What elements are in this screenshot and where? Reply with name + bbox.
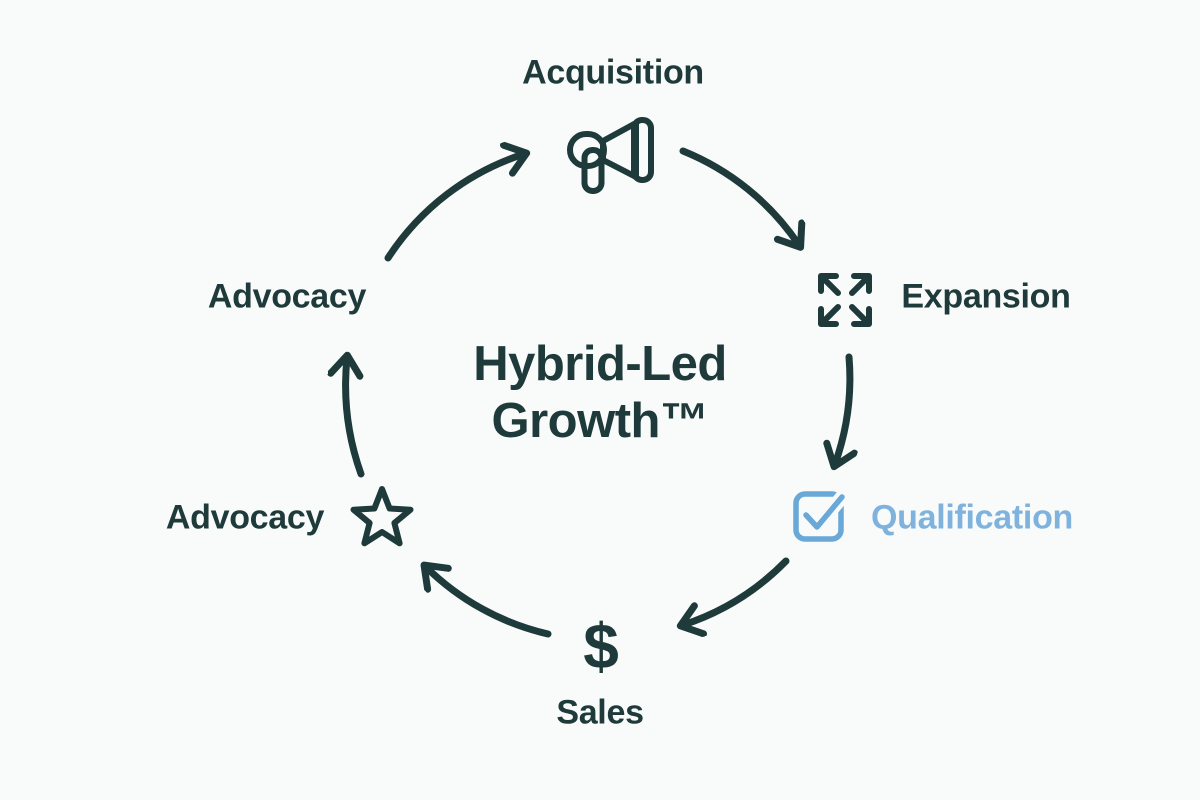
arrow-advocacy-to-acquisition bbox=[384, 154, 524, 262]
arrow-qualification-to-sales bbox=[683, 557, 790, 625]
dollar-icon: $ bbox=[583, 610, 619, 682]
cycle-arrows bbox=[346, 147, 850, 638]
arrow-sales-to-advocacy bbox=[426, 567, 552, 638]
stage-label-qualification: Qualification bbox=[870, 498, 1074, 537]
stage-label-advocacy-upper: Advocacy bbox=[207, 277, 367, 316]
arrow-acquisition-to-expansion bbox=[679, 147, 799, 245]
diagram-title: Hybrid-Led Growth™ bbox=[473, 336, 727, 450]
stage-label-sales: Sales bbox=[556, 693, 644, 732]
stage-label-advocacy-star: Advocacy bbox=[165, 498, 325, 537]
arrow-expansion-to-qualification bbox=[835, 353, 850, 464]
diagram-title-line1: Hybrid-Led bbox=[473, 337, 727, 392]
diagram-title-line2: Growth™ bbox=[491, 394, 709, 448]
megaphone-icon bbox=[567, 117, 654, 194]
arrow-advocacy-to-advocacy bbox=[346, 358, 365, 478]
checkbox-icon bbox=[793, 490, 849, 542]
star-icon bbox=[350, 486, 414, 547]
stage-label-acquisition: Acquisition bbox=[522, 53, 704, 92]
expand-arrows-icon bbox=[818, 273, 872, 327]
stage-label-expansion: Expansion bbox=[901, 277, 1071, 316]
